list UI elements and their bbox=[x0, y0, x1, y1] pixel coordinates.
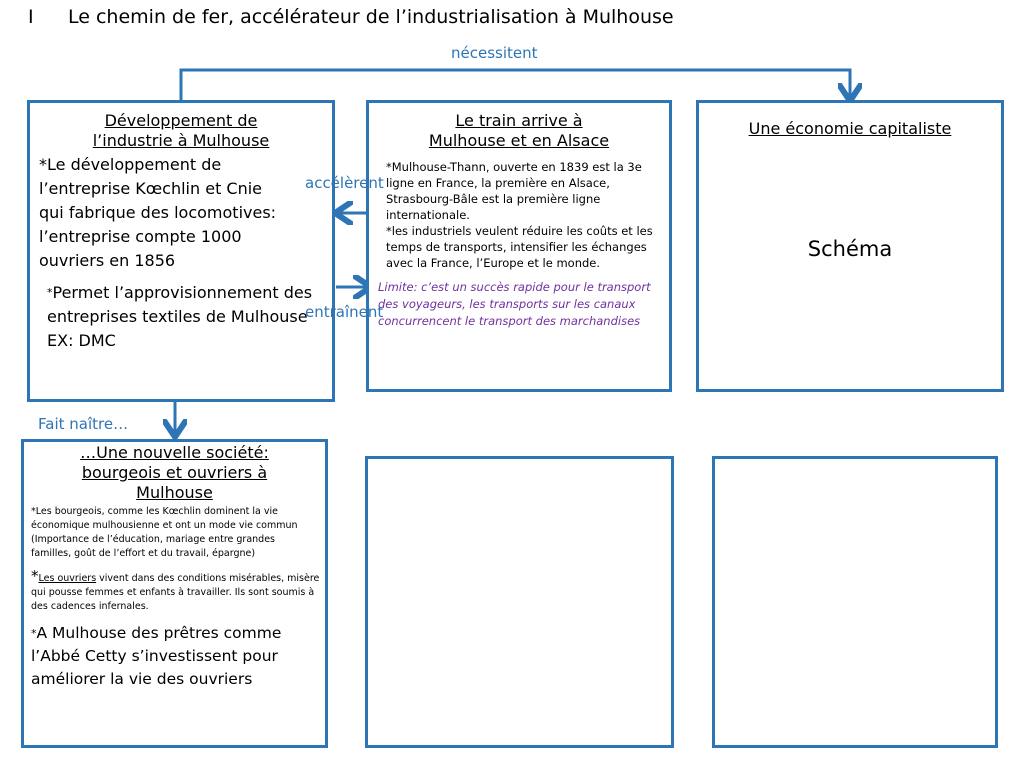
economie-schema: Schéma bbox=[807, 237, 893, 261]
box-economie: Une économie capitaliste Schéma bbox=[696, 100, 1004, 392]
economie-heading-text: Une économie capitaliste bbox=[748, 119, 952, 138]
industrie-heading: Développement de l’industrie à Mulhouse bbox=[30, 111, 332, 151]
societe-text-3-star: * bbox=[31, 627, 37, 640]
societe-text-2-star: * bbox=[31, 567, 39, 585]
necessitent-connector bbox=[179, 68, 850, 100]
empty-box-2 bbox=[712, 456, 998, 748]
box-societe: …Une nouvelle société: bourgeois et ouvr… bbox=[21, 439, 328, 748]
industrie-text-2-star: * bbox=[47, 286, 53, 299]
societe-text-2-underlined: Les ouvriers bbox=[38, 573, 97, 584]
societe-text-2-rest: vivent dans des conditions misérables, m… bbox=[31, 573, 320, 612]
economie-heading: Une économie capitaliste bbox=[699, 119, 1001, 139]
title-text: Le chemin de fer, accélérateur de l’indu… bbox=[68, 6, 674, 28]
box-industrie: Développement de l’industrie à Mulhouse … bbox=[27, 100, 335, 402]
train-limite: Limite: c’est un succès rapide pour le t… bbox=[378, 280, 651, 328]
societe-text-3: *A Mulhouse des prêtres comme l’Abbé Cet… bbox=[31, 622, 321, 691]
industrie-heading-line2: l’industrie à Mulhouse bbox=[92, 131, 270, 150]
industrie-heading-line1: Développement de bbox=[104, 111, 258, 130]
societe-text-2: *Les ouvriers vivent dans des conditions… bbox=[31, 569, 321, 614]
societe-heading: …Une nouvelle société: bourgeois et ouvr… bbox=[24, 443, 325, 503]
train-text-2: *les industriels veulent réduire les coû… bbox=[386, 224, 653, 270]
accelerent-label: accélèrent bbox=[305, 174, 384, 192]
societe-heading-line1: …Une nouvelle société: bbox=[80, 443, 269, 462]
industrie-text-2: *Permet l’approvisionnement des entrepri… bbox=[47, 281, 317, 353]
necessitent-label: nécessitent bbox=[451, 44, 538, 62]
societe-text-3-body: A Mulhouse des prêtres comme l’Abbé Cett… bbox=[31, 624, 282, 688]
train-heading-line2: Mulhouse et en Alsace bbox=[428, 131, 610, 150]
societe-heading-line2: bourgeois et ouvriers à bbox=[81, 463, 268, 482]
societe-heading-line3: Mulhouse bbox=[136, 483, 213, 502]
industrie-text-1: *Le développement de l’entreprise Kœchli… bbox=[39, 155, 277, 270]
fait-naitre-label: Fait naître… bbox=[38, 415, 129, 433]
industrie-text-3: EX: DMC bbox=[47, 331, 116, 350]
entrainent-label: entraînent bbox=[305, 303, 384, 321]
box-train: Le train arrive à Mulhouse et en Alsace … bbox=[366, 100, 672, 392]
societe-text-1: *Les bourgeois, comme les Kœchlin domine… bbox=[31, 506, 298, 559]
slide-title: I Le chemin de fer, accélérateur de l’ind… bbox=[28, 6, 674, 28]
train-text-1: *Mulhouse-Thann, ouverte en 1839 est la … bbox=[386, 160, 642, 222]
industrie-text-2-body: Permet l’approvisionnement des entrepris… bbox=[47, 283, 313, 326]
train-heading-line1: Le train arrive à bbox=[455, 111, 583, 130]
title-number: I bbox=[28, 6, 34, 28]
empty-box-1 bbox=[365, 456, 674, 748]
train-heading: Le train arrive à Mulhouse et en Alsace bbox=[369, 111, 669, 151]
